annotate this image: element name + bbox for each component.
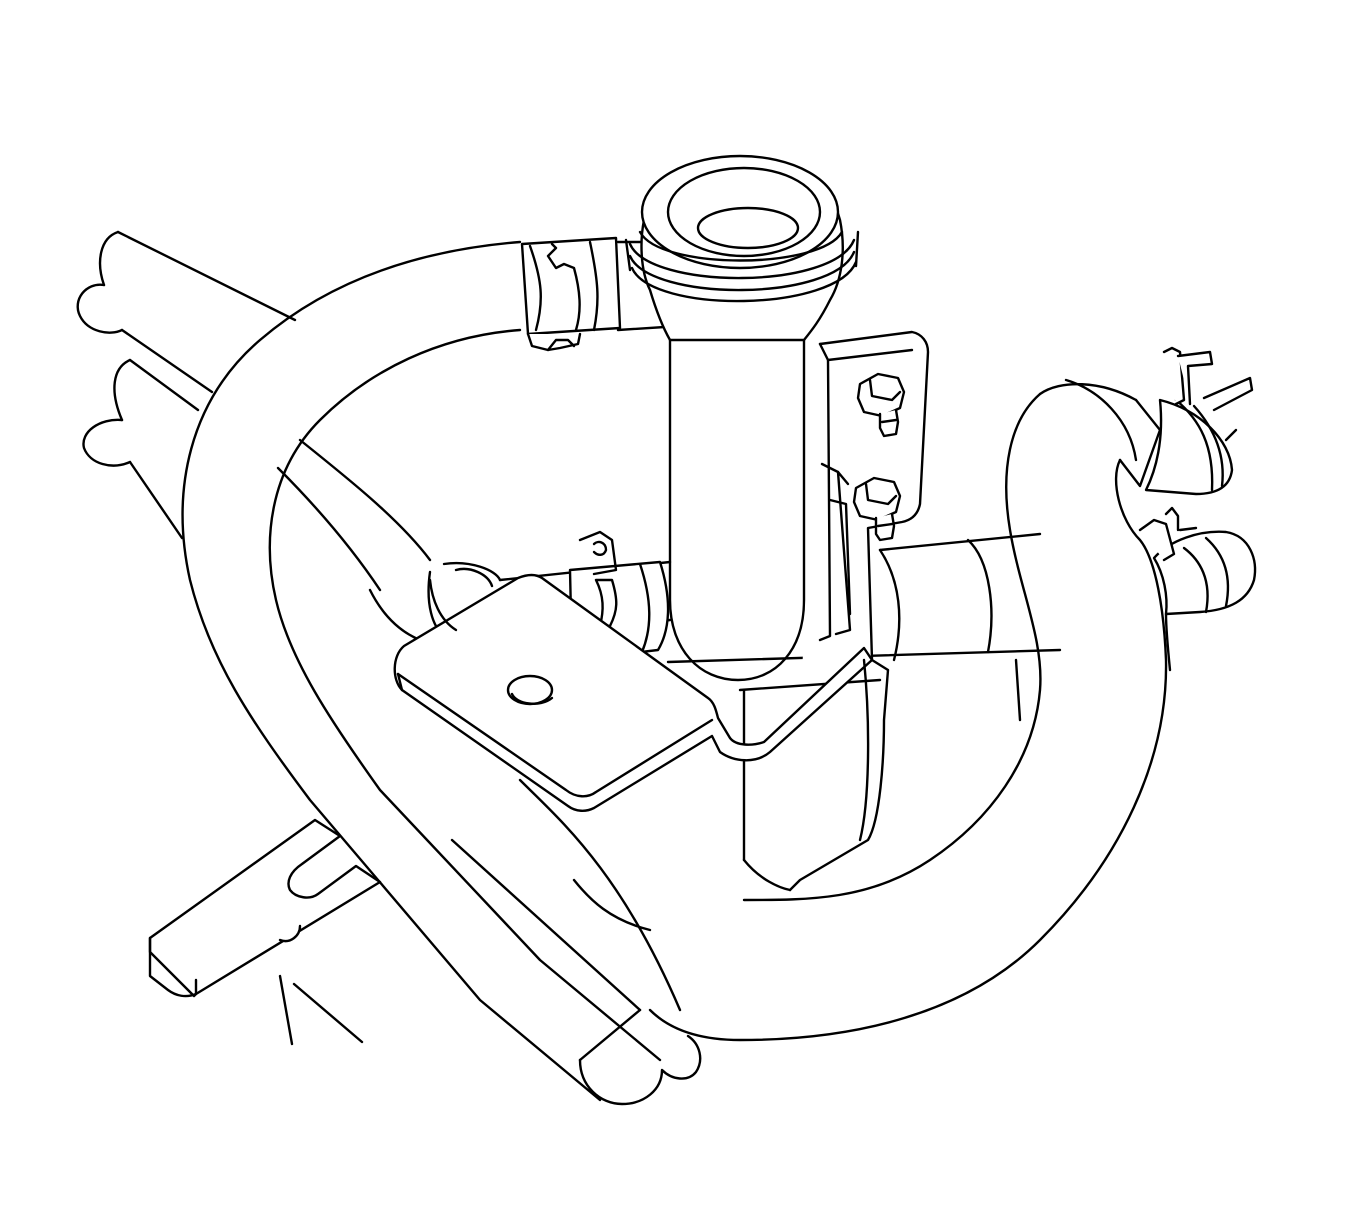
background-pipe-lower (82, 358, 200, 540)
upper-nut (856, 372, 906, 438)
lower-pipe (450, 778, 702, 1106)
frame-bracket-slotted (148, 818, 382, 1046)
hose-clamp-right-lower (1138, 506, 1257, 672)
plate-bracket (393, 567, 874, 812)
background-pipe-upper (76, 230, 297, 394)
lower-nut (852, 476, 902, 542)
mounting-bracket (738, 330, 930, 892)
hose-clamp-right-upper (1144, 346, 1254, 496)
diagonal-pipe (276, 438, 432, 642)
hose-clamp-upper (520, 236, 622, 352)
filler-neck (624, 154, 860, 682)
tank-body-outline (572, 658, 1022, 932)
right-hose-loop (648, 378, 1168, 1042)
